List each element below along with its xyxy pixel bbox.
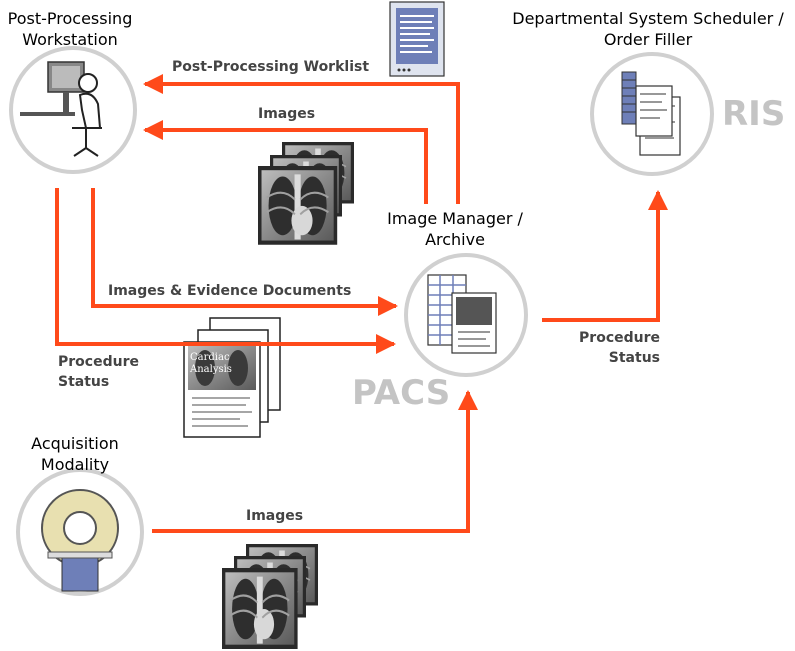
document-thumb-text: Cardiac Analysis (189, 352, 233, 375)
images-bottom-label: Images (246, 508, 304, 524)
ris-brand-label: RIS (722, 94, 786, 134)
acquisition-modality-circle (16, 468, 144, 596)
images-stack-bottom (222, 544, 318, 649)
ris-circle (590, 52, 714, 176)
images-stack-top (258, 142, 354, 245)
post-processing-workstation-circle (9, 46, 137, 174)
departmental-scheduler-label: Departmental System Scheduler / Order Fi… (512, 9, 784, 49)
document-thumb-line2: Analysis (189, 364, 232, 375)
arrow-post-processing-worklist (143, 74, 460, 204)
images-evidence-label: Images & Evidence Documents (108, 283, 352, 299)
post-processing-workstation-label: Post-Processing Workstation (7, 9, 133, 49)
procedure-status-left-label: Procedure Status (58, 354, 139, 390)
acquisition-modality-label: Acquisition Modality (31, 434, 119, 474)
pacs-brand-label: PACS (352, 373, 451, 413)
arrow-procedure-status-left (55, 188, 396, 354)
procedure-status-right-label: Procedure Status (579, 330, 660, 366)
pacs-circle (404, 253, 528, 377)
images-top-label: Images (258, 106, 316, 122)
arrow-images-bottom (152, 390, 478, 533)
arrows (55, 74, 668, 533)
arrow-images-evidence (91, 188, 398, 316)
arrow-procedure-status-right (542, 190, 668, 322)
post-processing-worklist-label: Post-Processing Worklist (172, 59, 370, 75)
evidence-documents-stack (183, 317, 281, 438)
arrow-images-top (143, 120, 428, 204)
worklist-document-icon (389, 1, 445, 77)
image-manager-label: Image Manager / Archive (387, 209, 523, 249)
document-thumb-line1: Cardiac (190, 352, 230, 363)
